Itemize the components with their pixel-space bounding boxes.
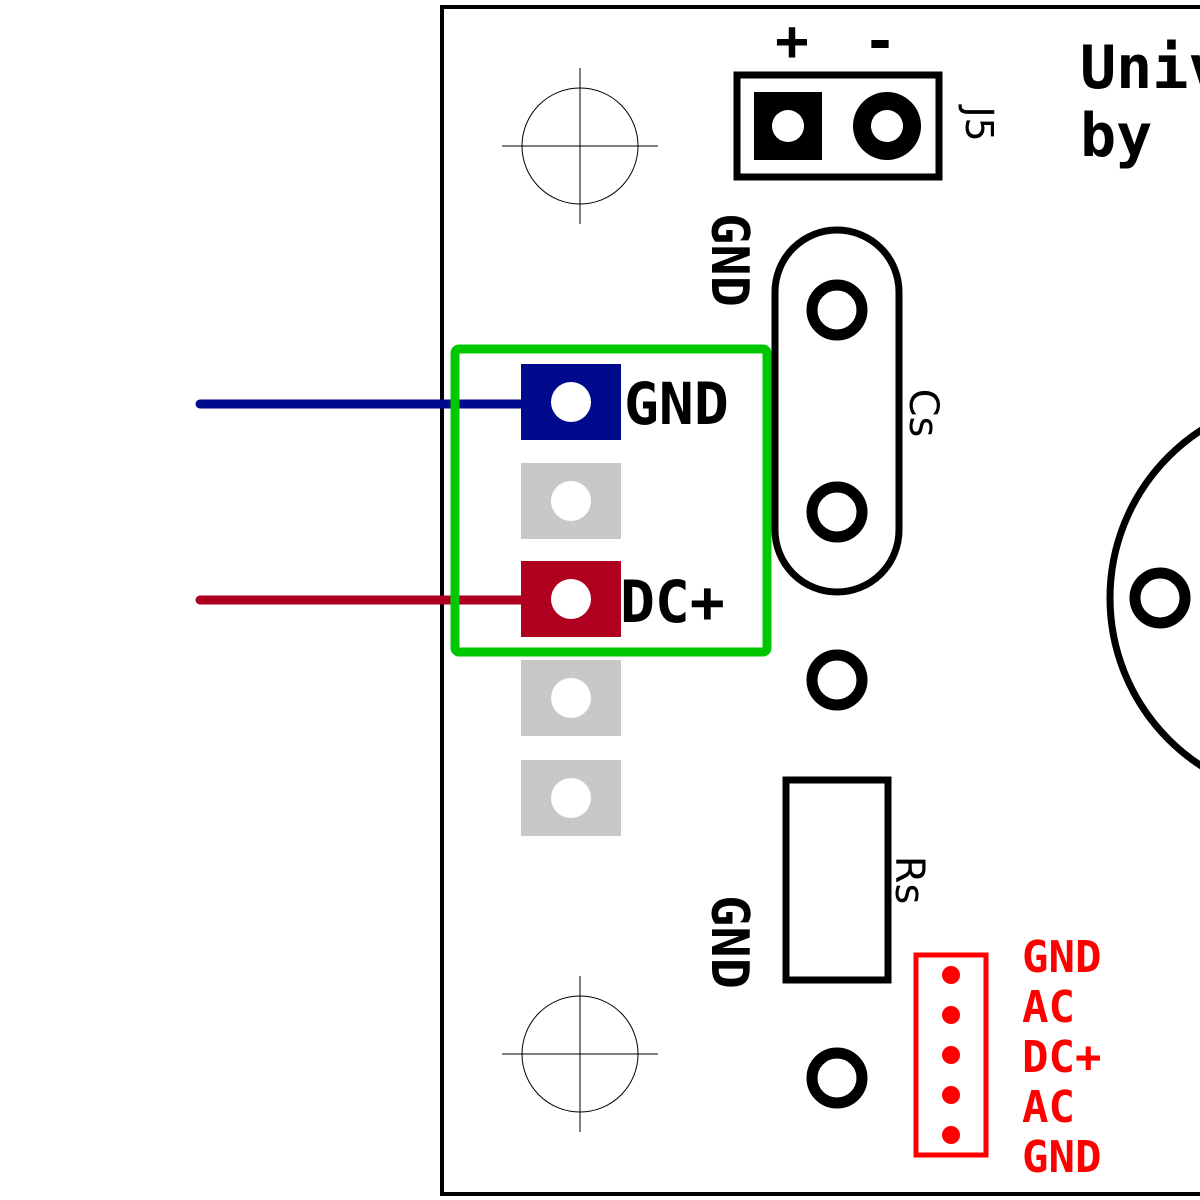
board-title-line1: Univ	[1080, 33, 1200, 103]
pin-header-label-4: AC	[1022, 1082, 1075, 1133]
connector-pads	[521, 463, 621, 836]
cs-pad-bottom	[806, 481, 868, 543]
cs-pad-top	[806, 279, 868, 341]
pad-isolated-lower	[806, 1047, 868, 1109]
rs-outline	[782, 776, 892, 984]
pad-inactive-5-hole	[551, 778, 591, 818]
pin-header-pin-2	[942, 1006, 960, 1024]
large-component-pad	[1129, 567, 1191, 629]
pin-header-label-3: DC+	[1022, 1032, 1101, 1083]
pad-isolated-upper	[806, 649, 868, 711]
pad-dc-label: DC+	[620, 568, 725, 636]
pad-inactive-2-hole	[551, 481, 591, 521]
j5-pad-round-hole	[871, 110, 903, 142]
j5-ref-label: J5	[957, 104, 1001, 141]
resistor-rs: Rs GND	[699, 776, 932, 989]
mounting-hole-top	[502, 68, 658, 224]
j5-connector: + - J5	[733, 9, 1001, 181]
pad-inactive-4-hole	[551, 678, 591, 718]
rs-gnd-label: GND	[699, 895, 759, 989]
cs-ref-label: Cs	[900, 389, 946, 438]
pad-dc-hole	[551, 579, 591, 619]
pin-header-pin-5	[942, 1126, 960, 1144]
pin-header-pin-3	[942, 1046, 960, 1064]
pad-gnd-hole	[551, 382, 591, 422]
capacitor-cs: GND Cs	[699, 213, 946, 596]
j5-minus-label: -	[863, 9, 897, 74]
pin-header-label-2: AC	[1022, 982, 1075, 1033]
cs-gnd-label: GND	[699, 213, 759, 307]
j5-outline	[733, 71, 943, 181]
pin-header-label-5: GND	[1022, 1132, 1101, 1183]
pin-header-label-1: GND	[1022, 932, 1101, 983]
cs-outline	[771, 226, 903, 596]
rs-ref-label: Rs	[886, 856, 932, 905]
board-title-line2: by	[1080, 101, 1152, 171]
pin-header: GND AC DC+ AC GND	[913, 932, 1101, 1183]
pad-gnd-label: GND	[624, 370, 729, 438]
large-round-component	[1106, 426, 1200, 770]
pin-header-pin-1	[942, 966, 960, 984]
j5-pad-square-hole	[772, 110, 804, 142]
j5-plus-label: +	[775, 9, 809, 74]
pin-header-outline	[913, 952, 989, 1158]
mounting-hole-bottom	[502, 976, 658, 1132]
pin-header-pin-4	[942, 1086, 960, 1104]
highlight-box	[450, 344, 772, 657]
